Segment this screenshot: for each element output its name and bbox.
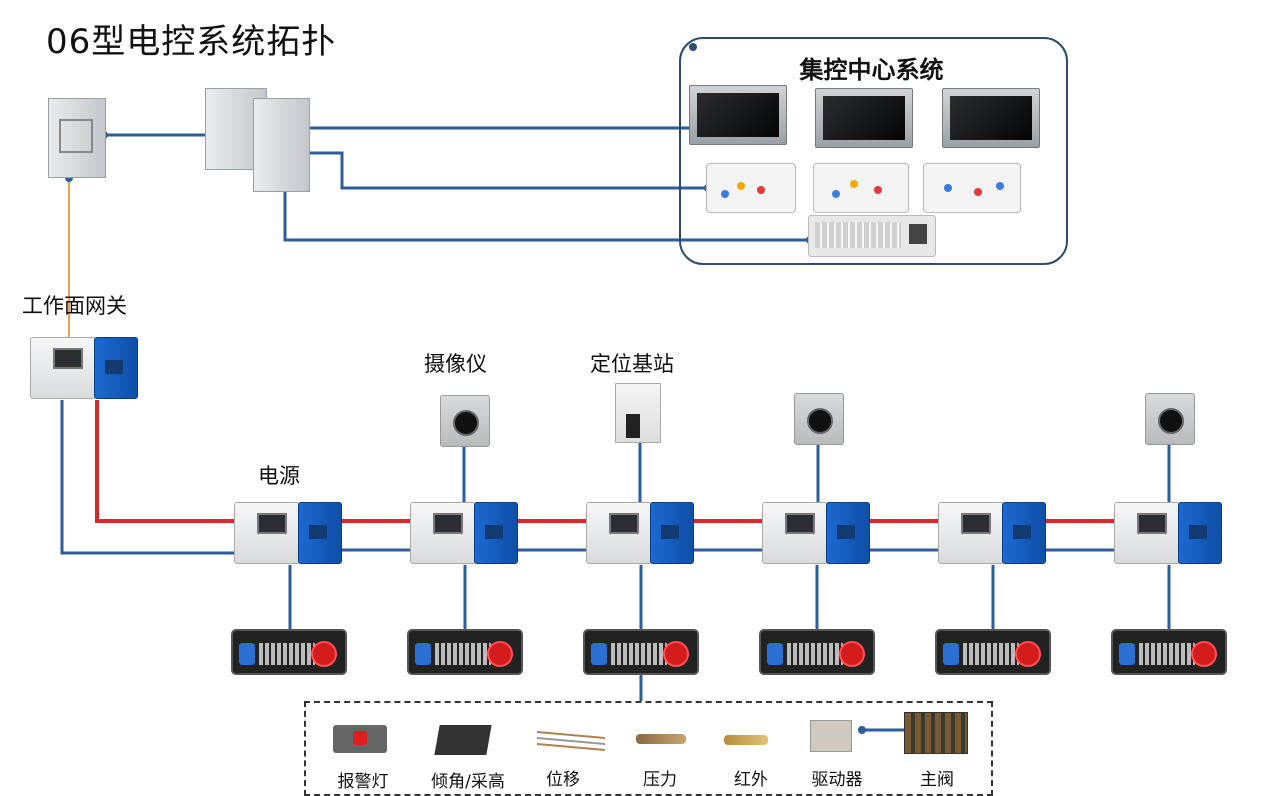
monitor-2	[815, 88, 913, 148]
sensor-label-pressure: 压力	[643, 770, 677, 790]
sensor-group-box	[304, 701, 993, 796]
explosion-proof-cabinet-b	[253, 98, 310, 192]
camera-1	[440, 395, 490, 447]
monitor-3	[942, 88, 1040, 148]
support-controller-5	[935, 629, 1051, 675]
sensor-label-infrared: 红外	[734, 770, 768, 790]
face-gateway	[30, 337, 138, 399]
station-label: 定位基站	[590, 352, 674, 376]
industrial-keyboard	[808, 215, 936, 257]
inclination-sensor-icon	[434, 725, 492, 755]
camera-3	[1145, 393, 1195, 445]
support-controller-2	[407, 629, 523, 675]
gateway-power-line	[95, 400, 235, 523]
center-title: 集控中心系统	[799, 56, 944, 84]
driver-icon	[810, 720, 852, 752]
displacement-sensor-icon	[536, 731, 606, 751]
controller-node-4	[938, 502, 1046, 564]
controller-node-1	[410, 502, 518, 564]
support-controller-6	[1111, 629, 1227, 675]
support-controller-4	[759, 629, 875, 675]
sensor-label-displacement: 位移	[546, 770, 580, 790]
sensor-label-main-valve: 主阀	[920, 770, 954, 790]
controller-node-2	[586, 502, 694, 564]
page-title: 06型电控系统拓扑	[46, 22, 337, 62]
pressure-sensor-icon	[636, 734, 686, 744]
power-label: 电源	[258, 464, 300, 488]
monitor-1	[689, 85, 787, 145]
centralized-control-center	[679, 37, 1068, 265]
link-to-panel	[283, 151, 708, 190]
control-panel-2	[813, 163, 909, 213]
camera-2	[794, 393, 844, 445]
gateway-comm-line	[60, 400, 235, 555]
power-supply-node	[234, 502, 342, 564]
controller-node-3	[762, 502, 870, 564]
control-panel-1	[706, 163, 796, 213]
alarm-lamp-icon	[333, 725, 387, 753]
sensor-label-alarm-lamp: 报警灯	[337, 772, 389, 792]
sensor-label-driver: 驱动器	[811, 770, 863, 790]
gateway-label: 工作面网关	[22, 294, 127, 318]
control-panel-3	[923, 163, 1021, 213]
positioning-station	[615, 383, 661, 443]
support-controller-1	[231, 629, 347, 675]
infrared-sensor-icon	[724, 735, 768, 745]
camera-label: 摄像仪	[424, 352, 487, 376]
sensor-label-inclination: 倾角/采高	[431, 772, 505, 792]
main-valve-icon	[904, 712, 968, 754]
controller-node-5	[1114, 502, 1222, 564]
explosion-proof-switch	[48, 98, 106, 178]
support-controller-3	[583, 629, 699, 675]
